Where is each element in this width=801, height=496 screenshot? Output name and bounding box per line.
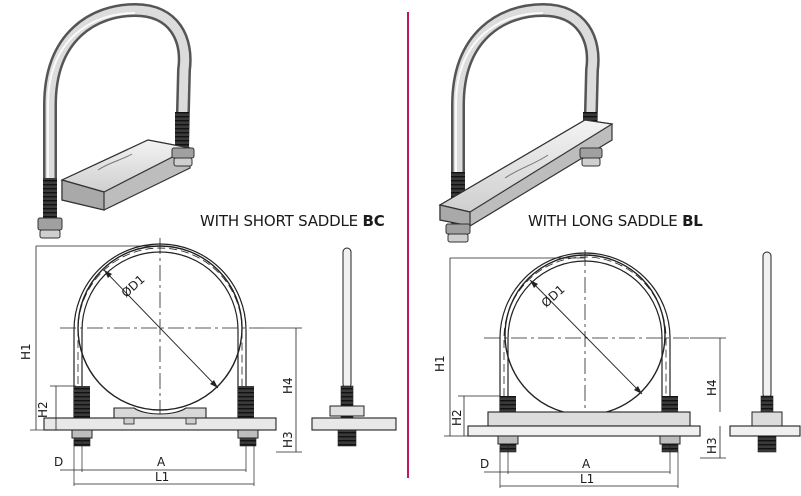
dim-h4-label: H4 bbox=[705, 379, 719, 396]
dim-h4-label: H4 bbox=[281, 377, 295, 394]
thread-left bbox=[43, 178, 57, 218]
dim-h2-label: H2 bbox=[450, 409, 464, 426]
base-plate bbox=[467, 425, 701, 437]
caption-short-text: WITH SHORT SADDLE bbox=[200, 212, 363, 230]
long-saddle-3d-view bbox=[438, 2, 614, 243]
dim-l1-label: L1 bbox=[155, 470, 169, 484]
nut-right bbox=[579, 147, 603, 167]
dim-a-label: A bbox=[157, 455, 166, 469]
dim-a-label: A bbox=[582, 457, 591, 471]
short-saddle-side-view bbox=[311, 247, 397, 447]
long-saddle-front-view: ØD1 H1 H2 H4 H3 D A L1 bbox=[433, 250, 726, 488]
dim-l1-label: L1 bbox=[580, 472, 594, 486]
caption-short-saddle: WITH SHORT SADDLE BC bbox=[200, 212, 385, 230]
dim-h3-label: H3 bbox=[705, 437, 719, 454]
dim-d-label: D bbox=[54, 455, 63, 469]
dim-d-label: D bbox=[480, 457, 489, 471]
caption-short-code: BC bbox=[362, 212, 385, 230]
dim-d1-label: ØD1 bbox=[119, 272, 148, 300]
dim-h1-label: H1 bbox=[433, 355, 447, 372]
caption-long-code: BL bbox=[682, 212, 703, 230]
long-saddle-bar bbox=[487, 411, 691, 427]
dim-h3-label: H3 bbox=[281, 431, 295, 448]
short-saddle-front-view: ØD1 H1 H2 H4 H3 bbox=[19, 238, 302, 486]
caption-long-text: WITH LONG SADDLE bbox=[528, 212, 683, 230]
long-saddle-side-view bbox=[729, 251, 801, 453]
dim-d1-label: ØD1 bbox=[539, 282, 568, 310]
base-plate bbox=[43, 417, 277, 431]
short-saddle-3d-view bbox=[37, 2, 195, 239]
thread-right bbox=[175, 112, 189, 148]
dim-h1-label: H1 bbox=[19, 343, 33, 360]
nut-left bbox=[445, 223, 471, 243]
nut-right bbox=[171, 147, 195, 167]
nut-left bbox=[37, 217, 63, 239]
caption-long-saddle: WITH LONG SADDLE BL bbox=[528, 212, 703, 230]
dim-h2-label: H2 bbox=[36, 401, 50, 418]
